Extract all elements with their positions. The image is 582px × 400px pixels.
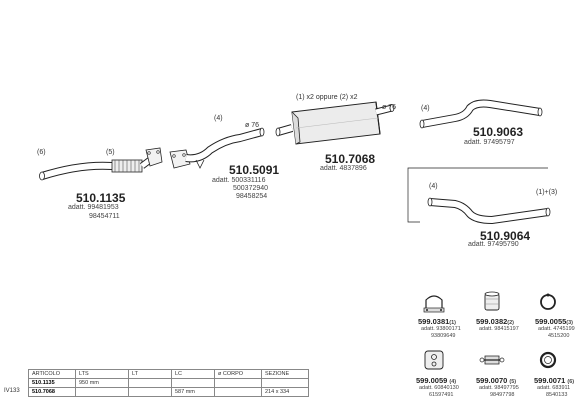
callout-6: (6) xyxy=(37,149,46,156)
acc-num-3b: 4515200 xyxy=(548,333,570,339)
adatt-510-1135: adatt. 99481953 xyxy=(68,204,119,211)
col-corpo: ø CORPO xyxy=(214,369,262,379)
part-code-510-9064[interactable]: 510.9064 xyxy=(480,229,531,243)
part-code-510-1135[interactable]: 510.1135 xyxy=(76,191,126,205)
hanger-ring-icon xyxy=(540,293,556,310)
adatt-510-5091-3: 98458254 xyxy=(236,193,268,200)
cell-lts xyxy=(75,387,129,397)
page-stamp: IV133 xyxy=(4,388,20,394)
adatt-510-7068: adatt. 4837896 xyxy=(320,165,367,172)
intermediate-pipe-510-5091[interactable] xyxy=(169,127,265,169)
adatt-510-5091: adatt. 500331116 xyxy=(212,177,266,184)
acc-num-2a: adatt. 98415197 xyxy=(479,326,519,332)
cell-sezione: 214 x 334 xyxy=(261,387,309,397)
spec-table: ARTICOLO LTS LT LC ø CORPO SEZIONE 510.1… xyxy=(28,369,309,397)
acc-code-5[interactable]: 599.0070 (5) xyxy=(476,376,517,385)
acc-code-4[interactable]: 599.0059 (4) xyxy=(416,376,457,385)
cell-lt xyxy=(128,387,172,397)
cell-lc: 587 mm xyxy=(171,387,215,397)
acc-num-4a: adatt. 60840130 xyxy=(419,385,459,391)
cell-articolo: 510.1135 xyxy=(28,378,76,388)
col-articolo: ARTICOLO xyxy=(28,369,76,379)
col-lt: LT xyxy=(128,369,172,379)
rubber-mount-icon xyxy=(424,350,444,370)
col-sezione: SEZIONE xyxy=(261,369,309,379)
muffler-510-7068[interactable] xyxy=(275,101,395,145)
table-row: 510.7068 587 mm 214 x 334 xyxy=(28,387,309,397)
adatt-510-9064: adatt. 97495790 xyxy=(468,241,519,248)
acc-num-6a: adatt. 683911 xyxy=(537,385,571,391)
part-code-510-7068[interactable]: 510.7068 xyxy=(325,152,376,166)
acc-num-3a: adatt. 4745199 xyxy=(538,326,575,332)
adatt-510-9063: adatt. 97495797 xyxy=(464,139,515,146)
callout-4-a: (4) xyxy=(214,115,223,122)
callout-4-c: (4) xyxy=(429,183,438,190)
acc-num-5a: adatt. 98497795 xyxy=(479,385,519,391)
cell-lc xyxy=(171,378,215,388)
sleeve-icon xyxy=(484,291,500,311)
callout-muffler-qty: (1) x2 oppure (2) x2 xyxy=(296,94,358,101)
col-lc: LC xyxy=(171,369,215,379)
clamp-icon xyxy=(423,295,445,313)
table-row: 510.1135 950 mm xyxy=(28,378,309,388)
bolt-icon xyxy=(479,355,505,365)
acc-num-1b: 93809649 xyxy=(431,333,456,339)
col-lts: LTS xyxy=(75,369,129,379)
cell-articolo: 510.7068 xyxy=(28,387,76,397)
callout-1-3: (1)+(3) xyxy=(536,189,558,196)
tail-pipe-510-9063[interactable] xyxy=(419,99,543,129)
diameter-76-a: ø 76 xyxy=(245,122,260,129)
acc-code-3[interactable]: 599.0055(3) xyxy=(535,317,574,326)
acc-num-5b: 98497798 xyxy=(490,392,515,398)
gasket-icon xyxy=(539,351,557,369)
callout-4-b: (4) xyxy=(421,105,430,112)
acc-code-6[interactable]: 599.0071 (6) xyxy=(534,376,575,385)
cell-corpo xyxy=(214,378,262,388)
tail-pipe-510-9064[interactable] xyxy=(427,197,551,225)
acc-code-1[interactable]: 599.0381(1) xyxy=(418,317,457,326)
acc-num-6b: 8540133 xyxy=(546,392,568,398)
front-pipe-510-1135[interactable] xyxy=(39,147,163,181)
acc-num-4b: 61597491 xyxy=(429,392,454,398)
cell-sezione xyxy=(261,378,309,388)
adatt-510-1135-2: 98454711 xyxy=(89,213,120,220)
alternative-bracket xyxy=(407,167,548,223)
adatt-510-5091-2: 500372940 xyxy=(233,185,269,192)
part-code-510-9063[interactable]: 510.9063 xyxy=(473,125,524,139)
cell-lts: 950 mm xyxy=(75,378,129,388)
part-code-510-5091[interactable]: 510.5091 xyxy=(229,163,280,177)
acc-num-1a: adatt. 93800171 xyxy=(421,326,461,332)
cell-corpo xyxy=(214,387,262,397)
diameter-76-b: ø 76 xyxy=(382,104,397,111)
cell-lt xyxy=(128,378,172,388)
spec-table-header: ARTICOLO LTS LT LC ø CORPO SEZIONE xyxy=(28,369,309,379)
acc-code-2[interactable]: 599.0382(2) xyxy=(476,317,515,326)
callout-5: (5) xyxy=(106,149,115,156)
